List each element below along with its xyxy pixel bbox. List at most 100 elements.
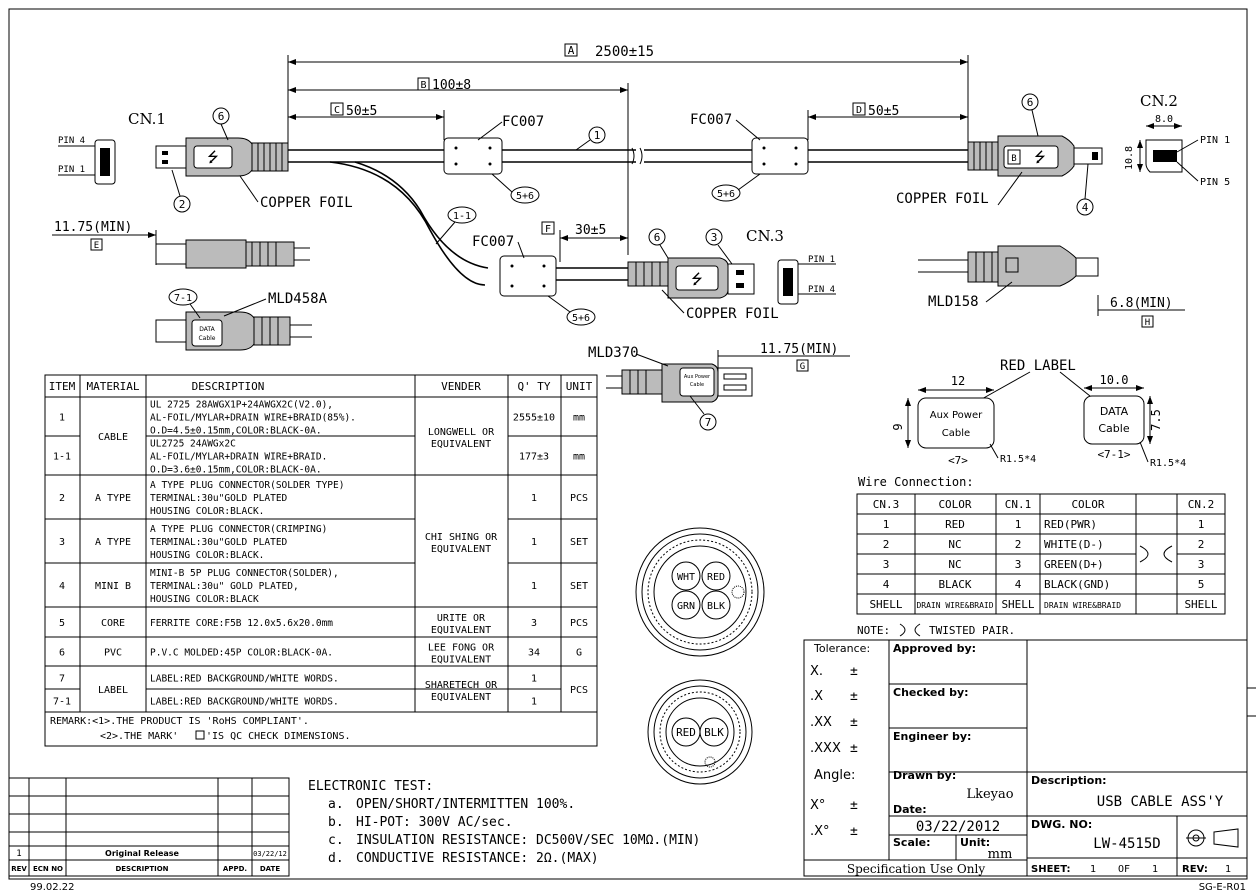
svg-text:REV: REV [11,865,27,873]
svg-text:Cable: Cable [1098,422,1129,435]
bom-description: LABEL:RED BACKGROUND/WHITE WORDS. [150,674,339,685]
svg-text:PIN 4: PIN 4 [808,285,835,295]
bom-material: A TYPE [95,493,131,504]
svg-text:±: ± [850,715,858,730]
cn3-label: CN.3 [746,227,784,245]
wire-cell: 5 [1198,578,1205,591]
bom-material: CORE [101,618,125,629]
svg-text:E: E [94,241,99,251]
footer-right: SG-E-R01 [1199,882,1246,893]
bom-item: 7-1 [53,697,71,708]
svg-text:3: 3 [711,231,718,244]
bom-description: UL2725 24AWGx2C [150,439,236,450]
wire-cell: RED [945,518,965,531]
svg-text:4: 4 [1082,201,1089,214]
svg-text:.X°: .X° [810,824,830,839]
bom-item: 7 [59,674,65,685]
wire-cell: NC [948,558,961,571]
svg-text:HI-POT: 300V AC/sec.: HI-POT: 300V AC/sec. [356,815,513,830]
svg-text:MATERIAL: MATERIAL [87,380,140,393]
svg-text:8.0: 8.0 [1155,114,1173,125]
wire-cell: 1 [1015,518,1022,531]
svg-text:Specification Use Only: Specification Use Only [847,862,985,876]
dim-d: D 50±5 [852,102,899,119]
wire-cell: 3 [883,558,890,571]
ferrite-core-2 [751,137,809,175]
svg-text:Cable: Cable [690,382,704,388]
svg-text:<7>: <7> [948,454,968,467]
bom-item: 4 [59,581,65,592]
bom-unit: SET [570,537,588,548]
svg-text:B: B [420,80,426,91]
svg-text:9: 9 [891,423,905,430]
svg-text:USB CABLE ASS'Y: USB CABLE ASS'Y [1097,794,1224,810]
dim-b: B 100±8 [417,77,471,93]
cn1-face-view: PIN 4 PIN 1 [58,136,116,185]
svg-text:G: G [800,362,805,372]
svg-text:±: ± [850,798,858,813]
cn2-label: CN.2 [1140,92,1178,110]
svg-text:ITEM: ITEM [49,380,76,393]
svg-text:b.: b. [328,815,344,830]
ferrite-core-1 [443,137,503,175]
svg-text:RED: RED [707,572,725,583]
svg-text:<2>.THE MARK': <2>.THE MARK' [100,731,178,742]
svg-text:DESCRIPTION: DESCRIPTION [115,865,168,873]
svg-text:CONDUCTIVE RESISTANCE: 2Ω.(MAX: CONDUCTIVE RESISTANCE: 2Ω.(MAX) [356,851,599,866]
svg-text:1: 1 [1090,864,1096,875]
svg-text:X.: X. [810,664,823,679]
wire-cell: GREEN(D+) [1044,558,1104,571]
wire-cell: 4 [1015,578,1022,591]
bom-description: TERMINAL:30u" GOLD PLATED, [150,581,299,592]
wire-cell: 3 [1015,558,1022,571]
svg-text:F: F [545,224,551,235]
svg-text:.XXX: .XXX [810,741,841,756]
bom-item: 1 [59,413,65,424]
bom-qty: 1 [531,697,537,708]
svg-text:11.75(MIN): 11.75(MIN) [760,342,838,357]
svg-text:±: ± [850,741,858,756]
svg-text:DATA: DATA [199,326,215,333]
svg-text:WHT: WHT [677,572,695,583]
svg-text:LW-4515D: LW-4515D [1093,836,1160,852]
svg-text:1-1: 1-1 [453,211,471,222]
balloon-callouts: 6 2 1 1-1 5+6 5+6 5+6 6 3 6 4 7-1 7 [168,93,1094,431]
bom-material: MINI B [95,581,131,592]
mld158-view [918,245,1099,287]
cn3-face-view: PIN 1 PIN 4 [777,255,836,305]
main-cable [288,147,968,286]
svg-text:1: 1 [1225,864,1231,875]
bom-material: CABLE [98,432,128,443]
wire-cell: 1 [883,518,890,531]
usb-icon: ⭍ [1034,150,1046,166]
wire-cell: 1 [1198,518,1205,531]
bom-material: LABEL [98,685,128,696]
svg-text:BLK: BLK [707,601,725,612]
bom-description: TERMINAL:30u"GOLD PLATED [150,537,288,548]
bom-vender: LEE FONG OR [428,643,495,654]
bom-table: ITEM MATERIAL DESCRIPTION VENDER Q' TY U… [44,374,598,747]
bom-qty: 3 [531,618,537,629]
svg-text:RED LABEL: RED LABEL [1000,358,1076,374]
svg-text:CN.1: CN.1 [1005,498,1032,511]
svg-text:TWISTED PAIR.: TWISTED PAIR. [929,624,1015,637]
svg-text:R1.5*4: R1.5*4 [1150,458,1186,469]
svg-text:COLOR: COLOR [938,498,971,511]
bom-description: O.D=3.6±0.15mm,COLOR:BLACK-0A. [150,465,322,476]
dim-g: 11.75(MIN) G [760,342,838,372]
svg-text:VENDER: VENDER [441,380,481,393]
cn2-face-view: 8.0 10.8 PIN 1 PIN 5 [1124,114,1230,188]
svg-text:Angle:: Angle: [814,768,855,783]
svg-text:PIN 5: PIN 5 [1200,177,1230,188]
bom-description: HOUSING COLOR:BLACK. [150,550,264,561]
svg-text:INSULATION RESISTANCE: DC500V/: INSULATION RESISTANCE: DC500V/SEC 10MΩ.(… [356,833,700,848]
svg-text:1: 1 [16,849,21,859]
svg-text:Q' TY: Q' TY [517,380,550,393]
copper-foil-label-1: COPPER FOIL [260,195,353,211]
bom-item: 3 [59,537,65,548]
mld458a-label: MLD458A [268,291,328,307]
copper-foil-label-3: COPPER FOIL [896,191,989,207]
svg-text:REV:: REV: [1182,864,1208,875]
